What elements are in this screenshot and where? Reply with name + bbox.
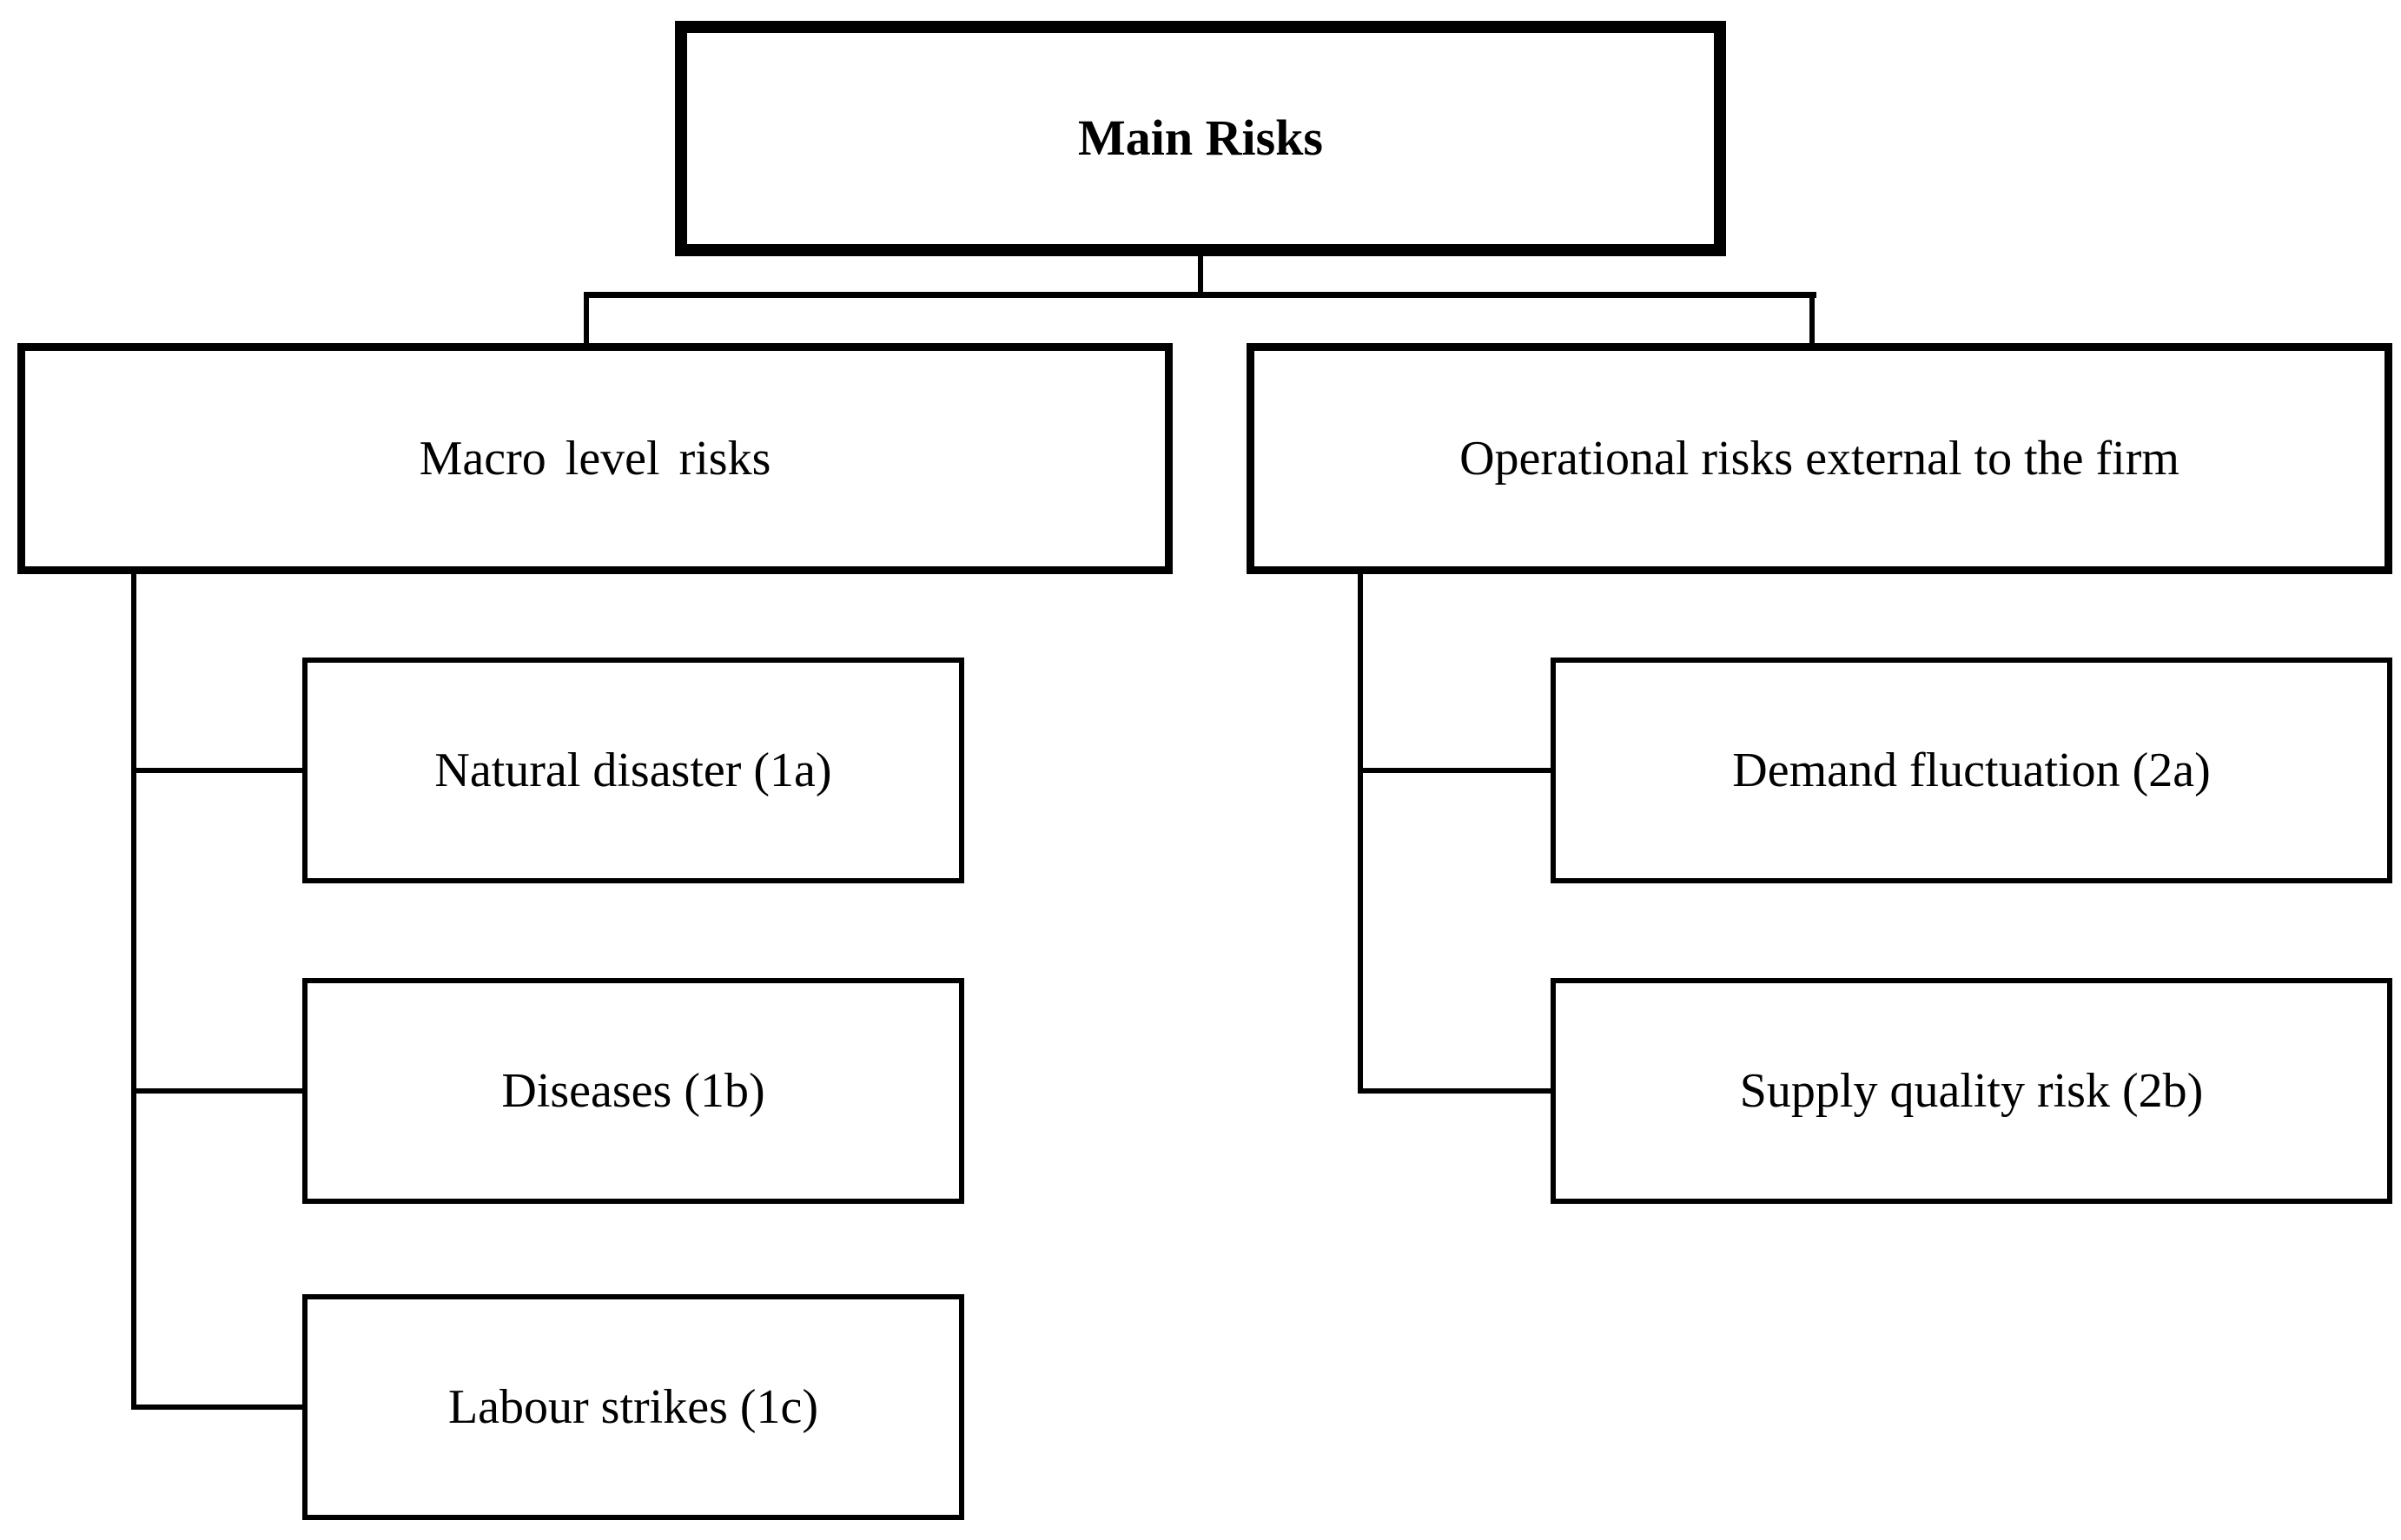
connector-spine-macro — [131, 572, 136, 1410]
node-labour-strikes: Labour strikes (1c) — [302, 1294, 964, 1520]
connector-stub-supply-quality — [1358, 1088, 1551, 1094]
node-natural-disaster: Natural disaster (1a) — [302, 658, 964, 883]
connector-root-stem — [1198, 254, 1203, 298]
node-operational-risks-external-label: Operational risks external to the firm — [1459, 431, 2179, 486]
node-natural-disaster-label: Natural disaster (1a) — [434, 743, 832, 797]
connector-stub-labour-strikes — [131, 1405, 302, 1410]
connector-drop-operational — [1809, 292, 1815, 344]
node-supply-quality-risk: Supply quality risk (2b) — [1551, 978, 2392, 1204]
connector-stub-diseases — [131, 1088, 302, 1094]
node-macro-level-risks-label: Macro level risks — [419, 431, 771, 486]
node-macro-level-risks: Macro level risks — [17, 343, 1173, 574]
connector-spine-operational — [1358, 572, 1363, 1094]
connector-stub-natural-disaster — [131, 768, 302, 773]
node-main-risks: Main Risks — [675, 21, 1726, 256]
connector-stub-demand-fluctuation — [1358, 768, 1551, 773]
node-demand-fluctuation-label: Demand fluctuation (2a) — [1732, 743, 2211, 797]
connector-drop-macro — [584, 292, 589, 344]
node-labour-strikes-label: Labour strikes (1c) — [447, 1379, 819, 1434]
node-demand-fluctuation: Demand fluctuation (2a) — [1551, 658, 2392, 883]
node-supply-quality-risk-label: Supply quality risk (2b) — [1739, 1063, 2204, 1118]
node-diseases-label: Diseases (1b) — [501, 1063, 765, 1118]
node-main-risks-label: Main Risks — [1077, 109, 1323, 167]
node-diseases: Diseases (1b) — [302, 978, 964, 1204]
connector-root-crossbar — [584, 292, 1816, 298]
node-operational-risks-external: Operational risks external to the firm — [1247, 343, 2392, 574]
